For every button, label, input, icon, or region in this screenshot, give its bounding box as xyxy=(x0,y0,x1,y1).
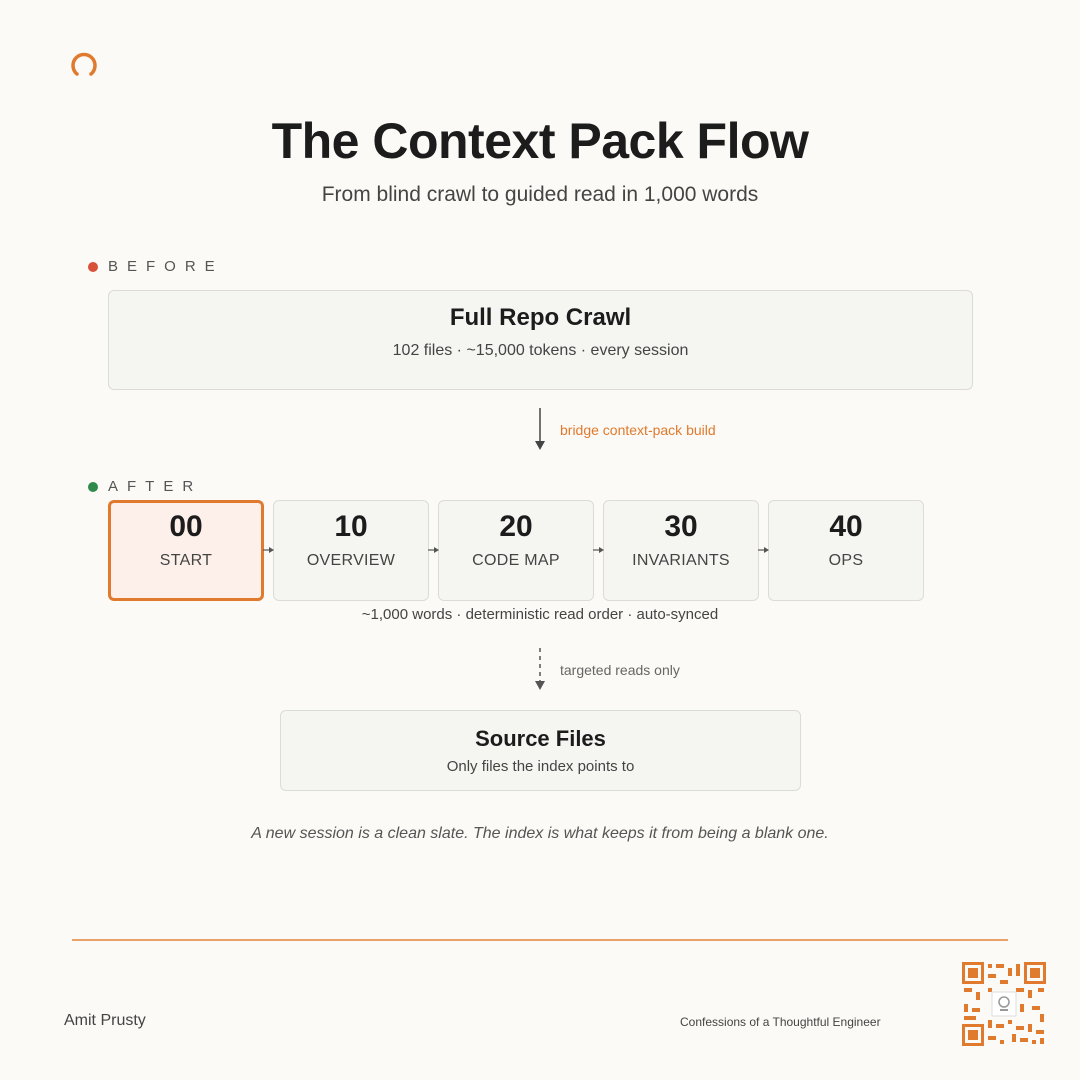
source-files-box: Source Files Only files the index points… xyxy=(280,710,801,791)
footer-divider xyxy=(72,939,1008,941)
step-name: OPS xyxy=(828,552,864,569)
arrow-down-icon xyxy=(535,408,545,450)
arrow-right-icon xyxy=(593,547,604,553)
after-label: AFTER xyxy=(88,478,202,495)
page-title: The Context Pack Flow xyxy=(271,113,809,169)
crawl-subtitle: 102 files · ~15,000 tokens · every sessi… xyxy=(392,342,689,359)
step-number: 10 xyxy=(334,510,368,543)
brand-name: Confessions of a Thoughtful Engineer xyxy=(680,1015,881,1029)
step-number: 40 xyxy=(829,510,863,543)
step-number: 00 xyxy=(169,510,203,543)
dashed-arrow-down-icon xyxy=(535,648,545,690)
before-label-text: BEFORE xyxy=(108,258,224,275)
arrow-right-icon xyxy=(758,547,769,553)
arrow-right-icon xyxy=(428,547,439,553)
page-subtitle: From blind crawl to guided read in 1,000… xyxy=(321,183,759,206)
qr-code-icon xyxy=(960,960,1048,1048)
step-invariants: 30 INVARIANTS xyxy=(603,500,759,601)
crawl-title: Full Repo Crawl xyxy=(449,304,632,331)
source-subtitle: Only files the index points to xyxy=(446,758,635,775)
after-label-text: AFTER xyxy=(108,478,203,495)
step-start: 00 START xyxy=(108,500,264,601)
author-name: Amit Prusty xyxy=(64,1012,146,1029)
source-title: Source Files xyxy=(475,726,606,751)
step-name: CODE MAP xyxy=(472,552,560,569)
arrow-right-icon xyxy=(263,547,274,553)
step-overview: 10 OVERVIEW xyxy=(273,500,429,601)
step-code-map: 20 CODE MAP xyxy=(438,500,594,601)
closing-quote: A new session is a clean slate. The inde… xyxy=(251,825,829,842)
step-number: 20 xyxy=(499,510,533,543)
step-ops: 40 OPS xyxy=(768,500,924,601)
step-name: OVERVIEW xyxy=(306,552,396,569)
after-dot xyxy=(88,481,98,492)
step-name: START xyxy=(159,552,213,569)
step-name: INVARIANTS xyxy=(632,552,730,569)
bridge-command-label: bridge context-pack build xyxy=(560,422,716,438)
before-dot xyxy=(88,261,98,272)
full-repo-crawl-box: Full Repo Crawl 102 files · ~15,000 toke… xyxy=(108,290,973,390)
before-label: BEFORE xyxy=(88,258,224,275)
step-number: 30 xyxy=(664,510,698,543)
circular-arrow-icon xyxy=(71,52,97,76)
targeted-reads-label: targeted reads only xyxy=(560,662,680,678)
steps-caption: ~1,000 words · deterministic read order … xyxy=(361,606,719,623)
